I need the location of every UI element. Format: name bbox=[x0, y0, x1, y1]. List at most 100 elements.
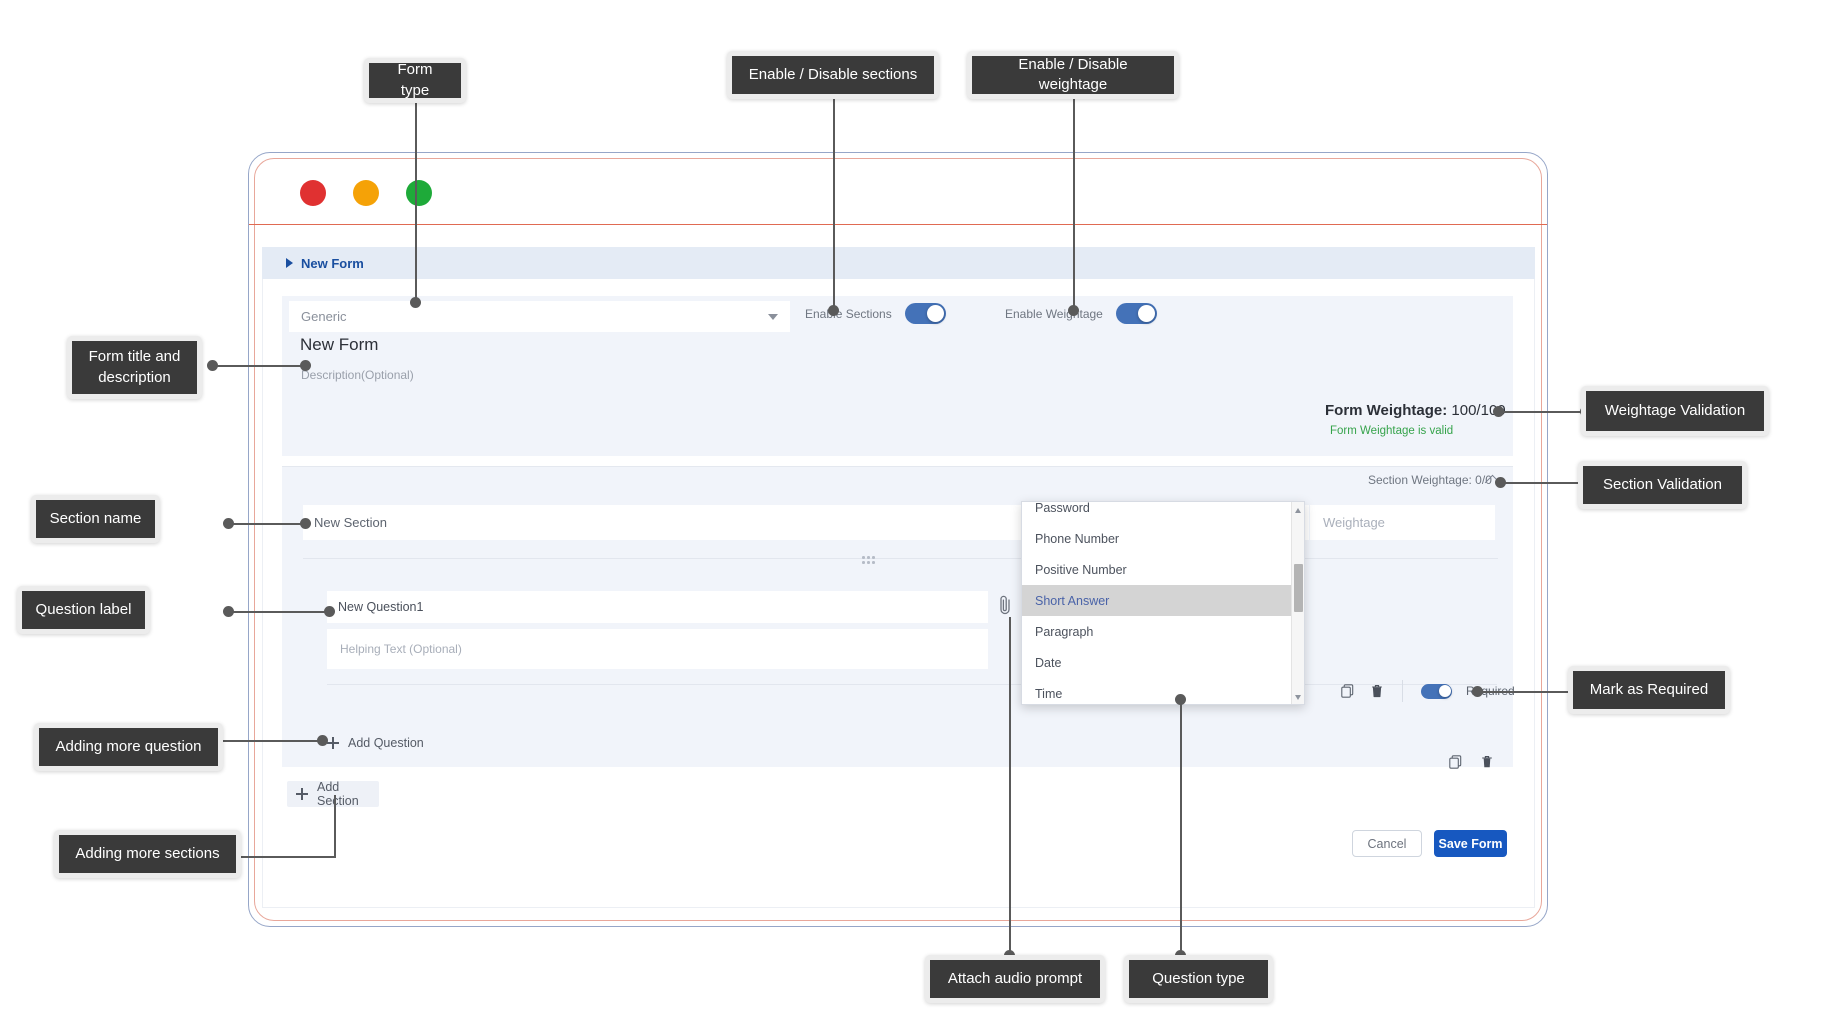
add-section-button[interactable]: Add Section bbox=[287, 780, 379, 808]
dropdown-option[interactable]: Time bbox=[1035, 686, 1063, 701]
save-form-button[interactable]: Save Form bbox=[1434, 830, 1507, 857]
add-question-label: Add Question bbox=[348, 736, 424, 750]
question-helping-text-input[interactable]: Helping Text (Optional) bbox=[327, 629, 988, 669]
actions-divider bbox=[1402, 680, 1403, 702]
window-traffic-lights bbox=[300, 180, 432, 206]
form-weightage-label: Form Weightage: bbox=[1325, 402, 1448, 419]
breadcrumb[interactable]: New Form bbox=[262, 247, 1535, 279]
plus-icon bbox=[327, 737, 339, 749]
callout-attach-audio-prompt: Attach audio prompt bbox=[925, 955, 1105, 1003]
form-description-input[interactable]: Description(Optional) bbox=[301, 368, 414, 382]
breadcrumb-label: New Form bbox=[301, 255, 364, 271]
form-weightage-summary: Form Weightage: 100/100 bbox=[1325, 402, 1506, 419]
callout-form-type: Form type bbox=[364, 58, 466, 103]
leader-line bbox=[1498, 411, 1586, 413]
enable-sections-toggle[interactable] bbox=[904, 303, 946, 324]
scroll-up-icon[interactable] bbox=[1295, 508, 1301, 513]
cancel-button[interactable]: Cancel bbox=[1352, 830, 1422, 857]
dropdown-option[interactable]: Short Answer bbox=[1022, 585, 1304, 616]
leader-line bbox=[1477, 691, 1577, 693]
delete-question-button[interactable] bbox=[1369, 683, 1384, 700]
required-toggle[interactable] bbox=[1421, 683, 1452, 699]
callout-section-name: Section name bbox=[31, 495, 160, 543]
leader-line bbox=[1009, 617, 1011, 955]
enable-weightage-group[interactable]: Enable Weightage bbox=[1005, 303, 1157, 324]
leader-dot bbox=[1495, 477, 1506, 488]
leader-line bbox=[1500, 482, 1586, 484]
leader-line bbox=[1180, 699, 1182, 955]
callout-question-type: Question type bbox=[1124, 955, 1273, 1003]
enable-sections-label: Enable Sections bbox=[805, 306, 892, 321]
window-divider bbox=[249, 224, 1547, 225]
leader-dot bbox=[300, 518, 311, 529]
section-weightage-input[interactable]: Weightage bbox=[1310, 505, 1495, 540]
form-weightage-value: 100/100 bbox=[1451, 402, 1506, 419]
enable-weightage-toggle[interactable] bbox=[1115, 303, 1157, 324]
dropdown-option[interactable]: Paragraph bbox=[1035, 624, 1094, 639]
trash-icon bbox=[1371, 685, 1382, 698]
duplicate-question-button[interactable] bbox=[1340, 683, 1355, 700]
leader-line bbox=[833, 98, 835, 310]
leader-dot bbox=[207, 360, 218, 371]
leader-dot bbox=[324, 606, 335, 617]
section-footer-actions bbox=[1448, 753, 1494, 770]
leader-dot bbox=[300, 360, 311, 371]
close-window-button[interactable] bbox=[300, 180, 326, 206]
chevron-down-icon bbox=[768, 313, 778, 320]
form-type-value: Generic bbox=[301, 309, 347, 324]
leader-dot bbox=[317, 735, 328, 746]
leader-line bbox=[334, 795, 336, 857]
form-title-input[interactable]: New Form bbox=[300, 335, 379, 354]
maximize-window-button[interactable] bbox=[406, 180, 432, 206]
leader-dot bbox=[223, 518, 234, 529]
dropdown-option[interactable]: Password bbox=[1035, 501, 1090, 515]
leader-dot bbox=[410, 297, 421, 308]
callout-form-title-description: Form title and description bbox=[67, 336, 202, 399]
copy-icon bbox=[1341, 684, 1354, 698]
callout-enable-weightage: Enable / Disable weightage bbox=[967, 51, 1179, 99]
question-label-input[interactable]: New Question1 bbox=[327, 591, 988, 623]
callout-adding-more-sections: Adding more sections bbox=[54, 830, 241, 878]
leader-dot bbox=[1175, 694, 1186, 705]
dropdown-option[interactable]: Date bbox=[1035, 655, 1062, 670]
callout-section-validation: Section Validation bbox=[1578, 461, 1747, 509]
dropdown-option[interactable]: Phone Number bbox=[1035, 531, 1120, 546]
leader-line bbox=[228, 523, 306, 525]
delete-section-button[interactable] bbox=[1479, 753, 1494, 770]
leader-line bbox=[1073, 98, 1075, 310]
form-footer-buttons: Cancel Save Form bbox=[1352, 830, 1507, 857]
leader-line bbox=[232, 856, 336, 858]
section-weightage-summary: Section Weightage: 0/0 bbox=[1368, 473, 1492, 487]
section-divider bbox=[303, 558, 1498, 559]
leader-dot bbox=[828, 305, 839, 316]
drag-handle-icon[interactable] bbox=[862, 556, 876, 566]
leader-dot bbox=[223, 606, 234, 617]
copy-icon bbox=[1449, 754, 1462, 769]
callout-adding-more-question: Adding more question bbox=[34, 723, 223, 771]
add-section-label: Add Section bbox=[317, 780, 359, 808]
minimize-window-button[interactable] bbox=[353, 180, 379, 206]
form-type-select[interactable]: Generic bbox=[289, 301, 790, 332]
scroll-down-icon[interactable] bbox=[1295, 695, 1301, 700]
leader-dot bbox=[1472, 686, 1483, 697]
callout-mark-as-required: Mark as Required bbox=[1568, 666, 1730, 714]
add-question-button[interactable]: Add Question bbox=[327, 736, 424, 750]
paperclip-icon bbox=[1000, 595, 1010, 615]
dropdown-scrollbar[interactable] bbox=[1291, 502, 1304, 704]
trash-icon bbox=[1481, 755, 1492, 767]
leader-dot bbox=[1493, 406, 1504, 417]
scrollbar-thumb[interactable] bbox=[1294, 564, 1303, 612]
chevron-right-icon bbox=[286, 258, 293, 268]
enable-sections-group[interactable]: Enable Sections bbox=[805, 303, 946, 324]
leader-line bbox=[218, 740, 322, 742]
form-weightage-validation: Form Weightage is valid bbox=[1330, 425, 1454, 437]
attach-audio-button[interactable] bbox=[997, 592, 1013, 618]
plus-icon bbox=[296, 788, 308, 800]
duplicate-section-button[interactable] bbox=[1448, 753, 1463, 770]
dropdown-option[interactable]: Positive Number bbox=[1035, 562, 1127, 577]
leader-line bbox=[212, 365, 306, 367]
question-divider bbox=[327, 684, 1497, 685]
